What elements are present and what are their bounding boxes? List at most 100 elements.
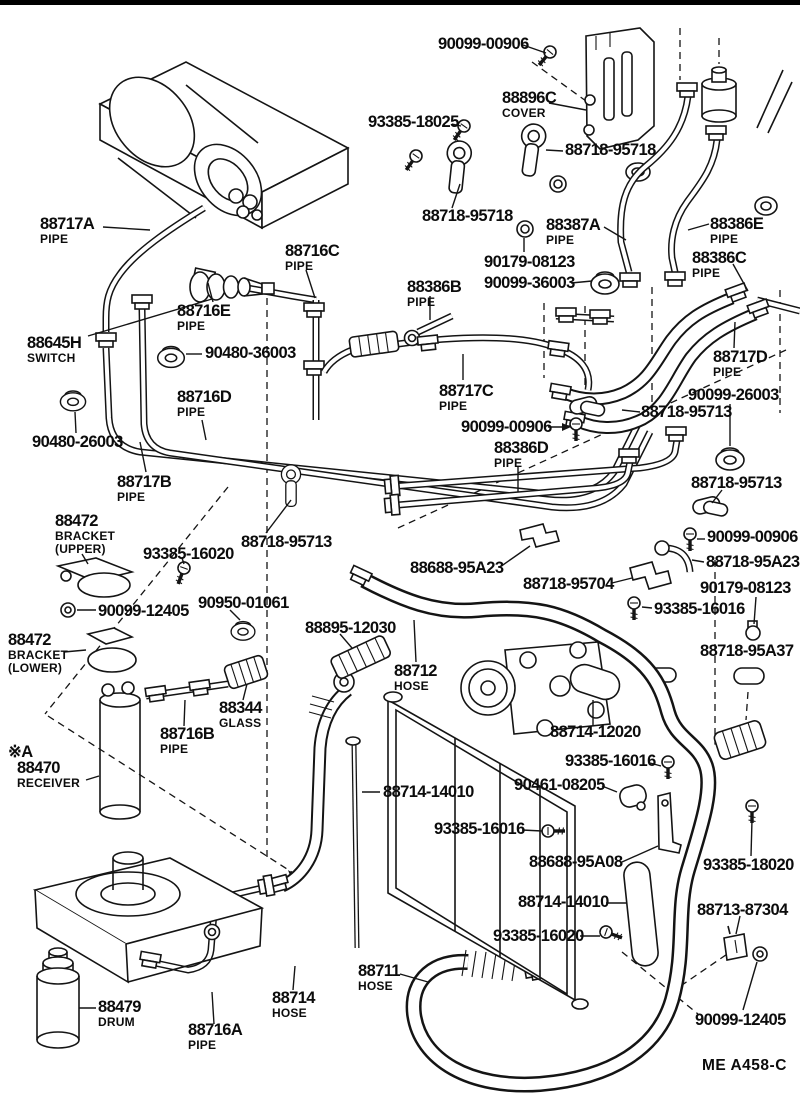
part-label-A-43: ※A: [8, 744, 33, 761]
part-number: 88716E: [177, 302, 231, 320]
part-number: 93385-16020: [143, 545, 234, 563]
pipe-88717C: [320, 312, 593, 391]
part-number: 90480-26003: [32, 433, 123, 451]
elbow-88718-95A23: [654, 540, 694, 573]
part-number: 90099-26003: [688, 386, 779, 404]
part-number: 93385-16016: [434, 820, 525, 838]
part-number: 90950-01061: [198, 594, 289, 612]
part-number: 88472: [55, 512, 98, 530]
leader-arrow: [562, 423, 571, 431]
leader-lines: [63, 44, 758, 1025]
part-number: 88472: [8, 631, 51, 649]
part-kind: PIPE: [546, 232, 575, 247]
part-number: 88718-95718: [565, 141, 656, 159]
part-kind: DRUM: [98, 1014, 135, 1029]
part-label-9338516016-46: 93385-16016: [565, 753, 656, 770]
part-kind: PIPE: [177, 318, 206, 333]
part-label-9017908123-33: 90179-08123: [700, 580, 791, 597]
coupler-ribbed-88718-95A37: [713, 720, 767, 760]
clip-88713-87304: [723, 925, 748, 961]
part-kind: RECEIVER: [17, 775, 80, 790]
body-panel-edge: [756, 69, 793, 134]
part-label-8871895718-4: 88718-95718: [422, 208, 513, 225]
part-label-8871414010-48: 88714-14010: [383, 784, 474, 801]
part-number: 88713-87304: [697, 901, 788, 919]
part-number: 88688-95A08: [529, 853, 623, 871]
part-number: 88712: [394, 662, 437, 680]
part-label-9338516016-34: 93385-16016: [654, 601, 745, 618]
part-number: 88896C: [502, 89, 557, 107]
part-label-9048036003-15: 90480-36003: [205, 345, 296, 362]
part-number: 88645H: [27, 334, 82, 352]
part-number: 90099-36003: [484, 274, 575, 292]
muffler-88714-12020: [569, 663, 621, 701]
pipe-88386E: [664, 125, 727, 287]
part-label-9009900906-0: 90099-00906: [438, 36, 529, 53]
part-label-9338518025-2: 93385-18025: [368, 114, 459, 131]
part-number: 88718-95713: [241, 533, 332, 551]
grommet-right-edge: [754, 196, 778, 216]
receiver-88470: [99, 681, 141, 820]
part-number: 88714-14010: [383, 783, 474, 801]
part-label-9338518020-51: 93385-18020: [703, 857, 794, 874]
part-kind: SWITCH: [27, 350, 76, 365]
pipe-88716B: [144, 678, 229, 704]
part-number: 88716D: [177, 388, 232, 406]
part-kind: PIPE: [713, 364, 742, 379]
part-number: 88717B: [117, 473, 172, 491]
pipe-88717D: [562, 298, 772, 434]
part-number: 88714-14010: [518, 893, 609, 911]
part-number: 93385-16016: [565, 752, 656, 770]
part-number: 88479: [98, 998, 141, 1016]
part-number: 90099-00906: [461, 418, 552, 436]
part-number: 88688-95A23: [410, 559, 504, 577]
part-kind: PIPE: [177, 404, 206, 419]
part-label-9009900906-21: 90099-00906: [461, 419, 552, 436]
tube-88714-14010: [345, 736, 361, 949]
part-number: 88718-95704: [523, 575, 614, 593]
cooling-unit-assembly: [98, 61, 350, 230]
part-kind: HOSE: [272, 1005, 307, 1020]
part-label-9095001061-35: 90950-01061: [198, 595, 289, 612]
part-number: 90099-00906: [707, 528, 798, 546]
part-number: 88718-95A37: [700, 642, 794, 660]
part-label-8871414010-52: 88714-14010: [518, 894, 609, 911]
part-kind: PIPE: [117, 489, 146, 504]
clamp-90461-08205: [619, 784, 647, 811]
bracket-88472-lower: [85, 627, 137, 673]
bracket-88688-95A23: [519, 523, 561, 548]
part-number: 88386E: [710, 215, 764, 233]
part-number: 88895-12030: [305, 619, 396, 637]
part-kind: PIPE: [407, 294, 436, 309]
part-label-9009912405-36: 90099-12405: [98, 603, 189, 620]
part-kind: PIPE: [692, 265, 721, 280]
part-label-9338516020-29: 93385-16020: [143, 546, 234, 563]
part-label-8871895A37-39: 88718-95A37: [700, 642, 794, 660]
sight-glass-88344: [223, 654, 269, 690]
filter-cylinder: [701, 66, 737, 123]
part-number: 88344: [219, 699, 262, 717]
part-label-9009926003-19: 90099-26003: [688, 387, 779, 404]
part-number: 88717D: [713, 348, 768, 366]
part-number: 88714: [272, 989, 315, 1007]
bracket-88688-95A08: [657, 791, 682, 854]
part-number: 90461-08205: [514, 776, 605, 794]
part-number: 90480-36003: [205, 344, 296, 362]
part-label-9009912405-59: 90099-12405: [695, 1012, 786, 1029]
part-label-8871895718-3: 88718-95718: [565, 142, 656, 159]
nut-90099-12405-left: [60, 602, 76, 618]
part-label-8871895713-28: 88718-95713: [241, 534, 332, 551]
clamp-88718-95A37: [649, 667, 765, 685]
